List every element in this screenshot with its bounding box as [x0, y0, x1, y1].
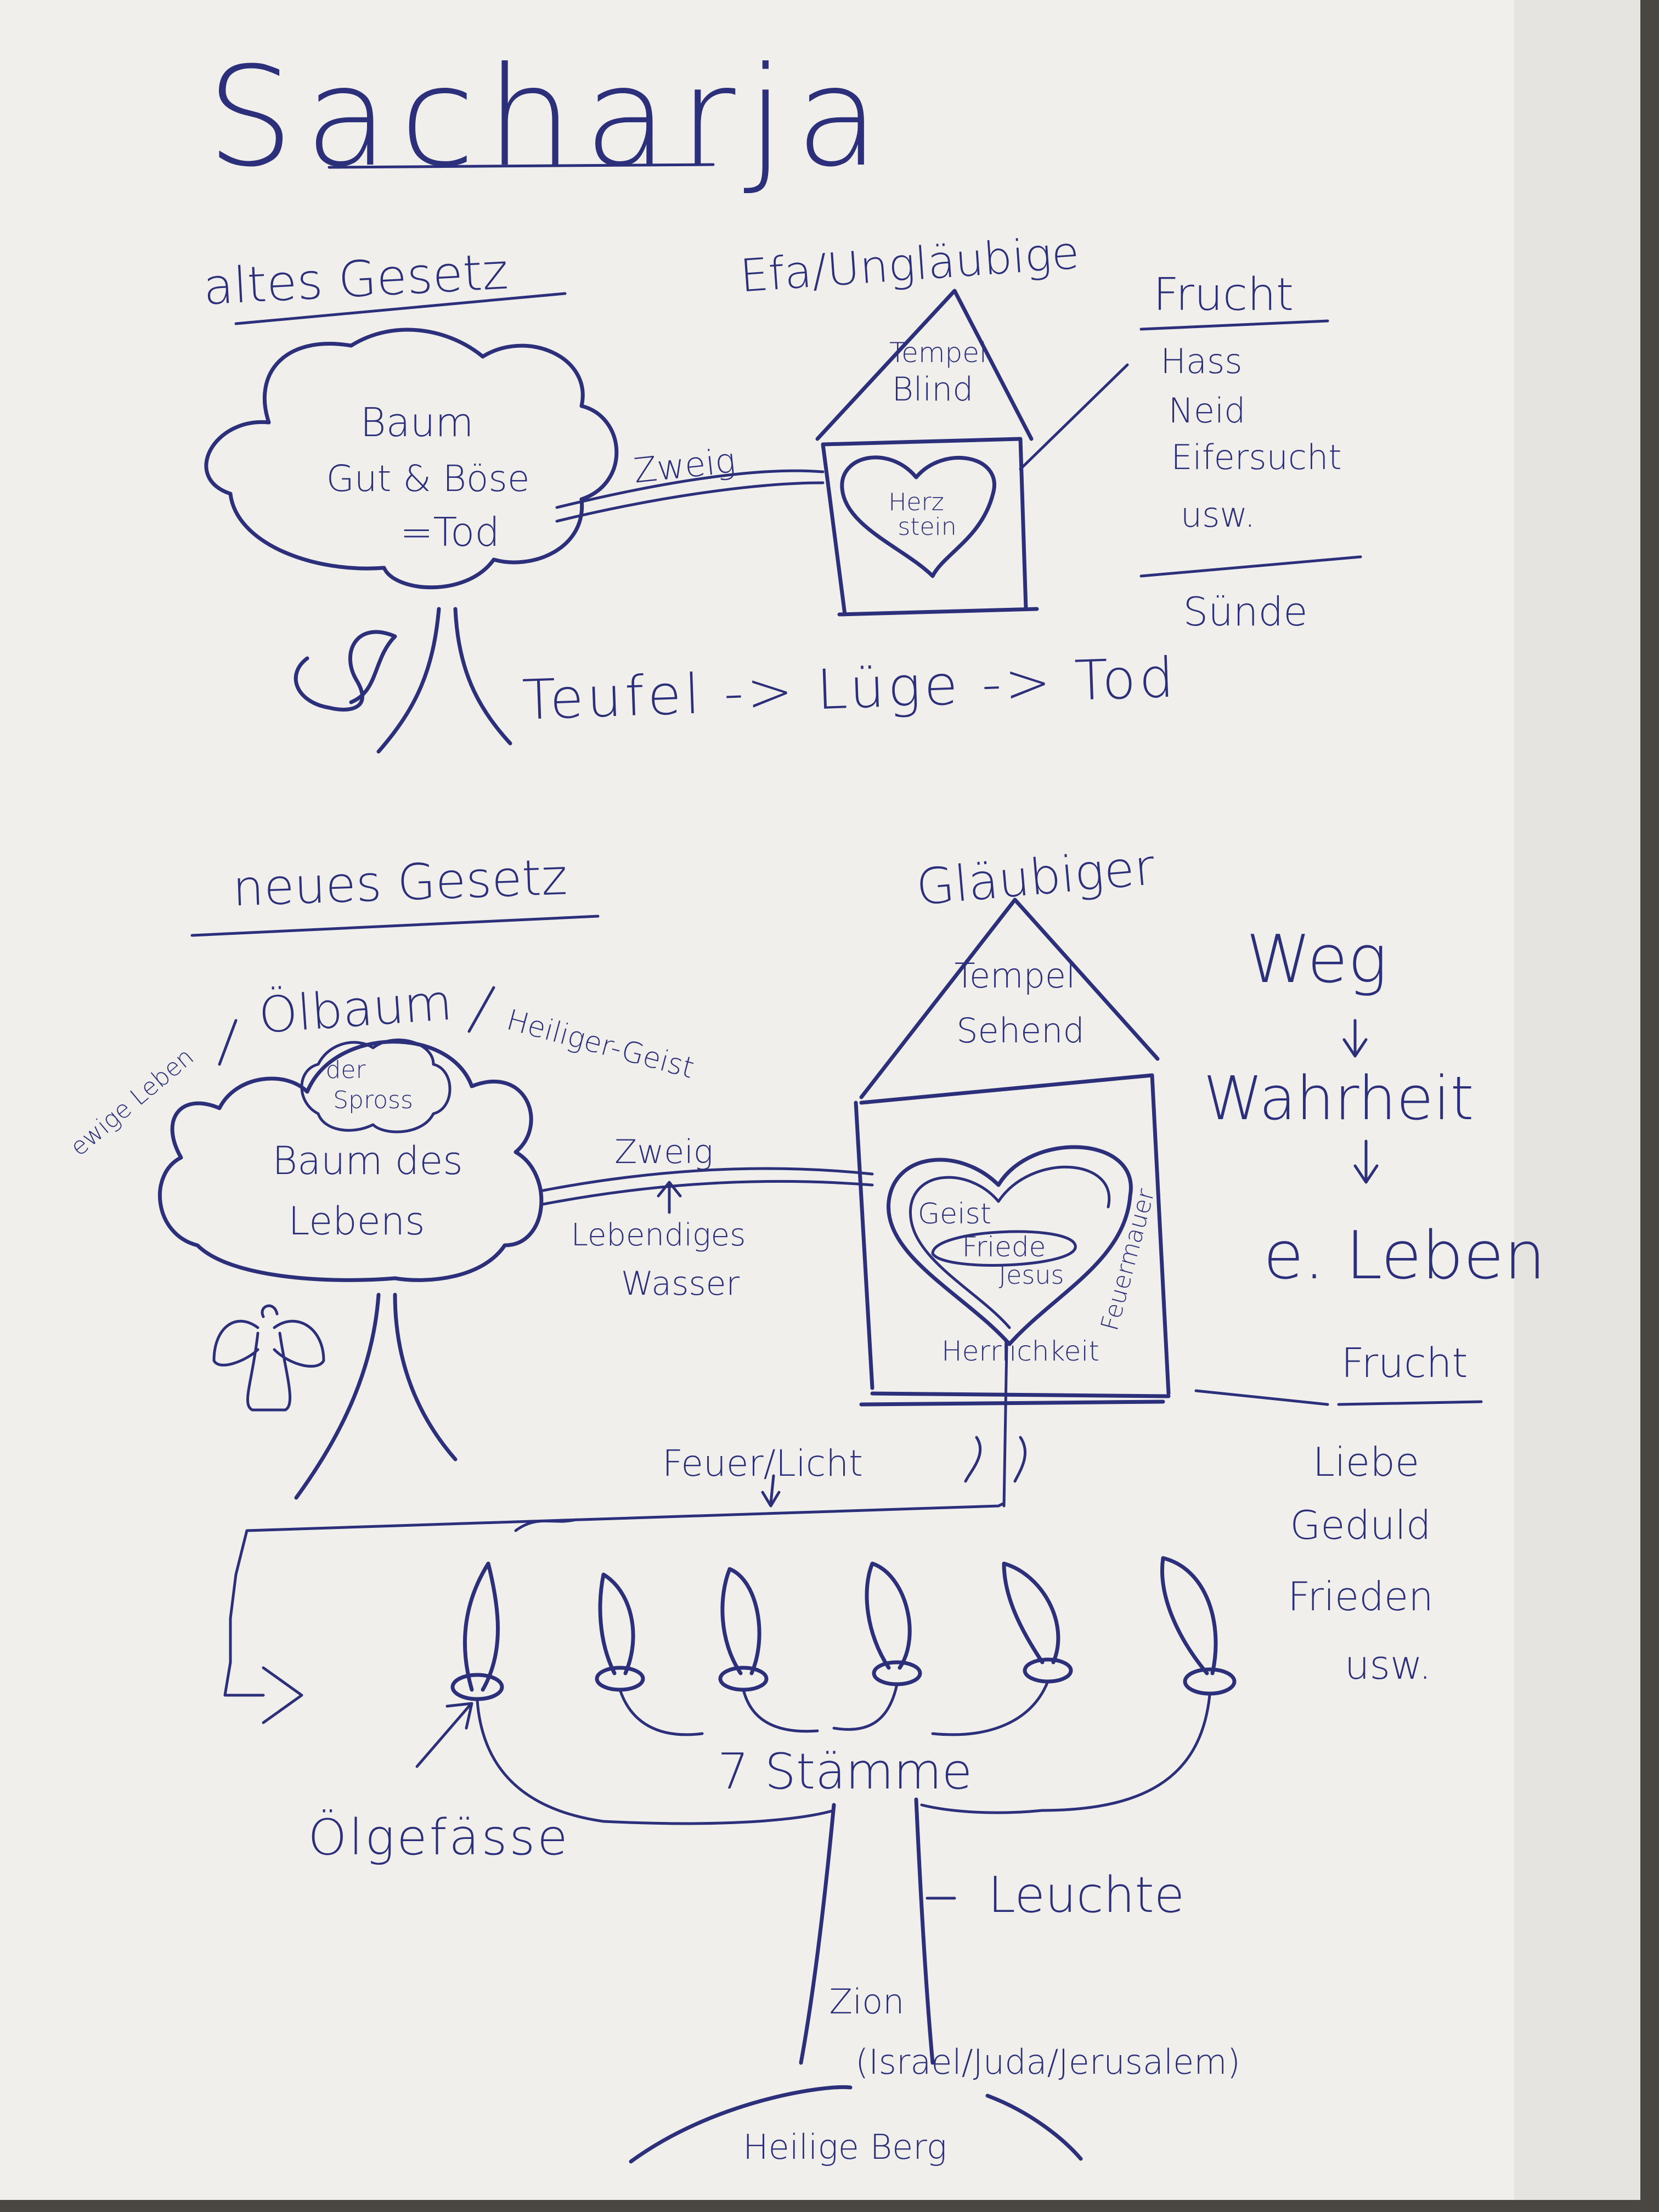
new-law-heading: neues Gesetz [232, 848, 568, 917]
oil-vessel-1 [450, 1673, 504, 1701]
old-tree-line3: =Tod [400, 509, 500, 555]
new-law-underline [190, 915, 600, 937]
lamp-flame-6 [1160, 1556, 1218, 1675]
angel-icon [212, 1304, 325, 1412]
old-tree-line1: Baum [360, 399, 473, 445]
old-fruit-item-3: Eifersucht [1171, 437, 1341, 477]
old-fruit-connector [1019, 363, 1129, 471]
old-branch-line [555, 469, 825, 523]
sprout-cloud [300, 1039, 452, 1133]
old-temple-roof [815, 289, 1034, 441]
life-branch-line [541, 1167, 874, 1206]
lamp-label: Leuchte [988, 1866, 1184, 1924]
lamp-flame-1 [463, 1561, 500, 1692]
separator-right [467, 986, 495, 1033]
living-heart-inner [909, 1165, 1111, 1329]
old-fruit-heading: Frucht [1153, 269, 1294, 321]
serpent-icon [294, 630, 397, 712]
old-fruit-result: Sünde [1183, 589, 1308, 635]
old-fruit-item-1: Hass [1160, 341, 1242, 381]
paper-edge [1514, 0, 1640, 2200]
stone-heart-icon [840, 455, 996, 578]
fire-drop-arrow [761, 1474, 781, 1508]
new-temple-house [854, 1073, 1171, 1407]
holy-mountain [629, 2085, 1083, 2164]
new-fruit-heading: Frucht [1341, 1340, 1468, 1387]
menorah-arms [476, 1680, 1211, 1825]
sprout-line1: der [325, 1056, 366, 1084]
old-tree-line2: Gut & Böse [326, 458, 530, 500]
lamp-flame-4 [865, 1561, 912, 1670]
old-tree-trunk [376, 607, 512, 754]
life-tree-trunk [294, 1293, 458, 1500]
old-heart-line2: stein [898, 513, 956, 541]
heart-peace: Friede [962, 1231, 1046, 1263]
way-step-2: Wahrheit [1203, 1063, 1474, 1133]
old-temple-house [821, 437, 1039, 617]
old-heart-line1: Herz [888, 488, 944, 516]
old-fruit-underline [1139, 319, 1329, 331]
zion-label: Zion [830, 1982, 905, 2022]
heart-jesus: Jesus [999, 1260, 1064, 1290]
new-fruit-item-4: usw. [1345, 1642, 1431, 1688]
branch-arrow [657, 1181, 682, 1214]
old-temple-line1: Tempel [889, 337, 987, 369]
life-tree-line1: Baum des [272, 1138, 463, 1183]
new-fruit-connector [1194, 1389, 1329, 1406]
zion-subtitle: (Israel/Juda/Jerusalem) [855, 2042, 1240, 2082]
sprout-line2: Spross [333, 1086, 413, 1114]
way-step-3: e. Leben [1263, 1218, 1546, 1294]
fire-feed-line [223, 1502, 1006, 1697]
life-tree-line2: Lebens [288, 1199, 425, 1244]
oil-vessels-label: Ölgefässe [308, 1808, 569, 1866]
heart-glory: Herrlichkeit [941, 1335, 1099, 1367]
tribes-label: 7 Stämme [718, 1743, 972, 1801]
peace-loop [931, 1230, 1077, 1267]
life-tree-crown [157, 1040, 544, 1282]
olive-tree-label: Ölbaum [257, 973, 454, 1045]
water-line1: Lebendiges [571, 1217, 746, 1253]
flame-squiggle-2 [1013, 1436, 1027, 1483]
oil-vessel-6 [1183, 1667, 1237, 1696]
lamp-flame-3 [720, 1567, 761, 1675]
heart-stem [1002, 1342, 1008, 1508]
life-branch-label: Zweig [614, 1133, 713, 1171]
old-fruit-item-4: usw. [1181, 495, 1255, 535]
old-fruit-item-2: Neid [1168, 391, 1245, 431]
new-temple-line1: Tempel [955, 956, 1076, 996]
menorah-stem [799, 1797, 935, 2065]
old-temple-line2: Blind [892, 370, 974, 409]
heart-spirit: Geist [918, 1198, 991, 1231]
diagram-title: Sacharja [207, 37, 890, 197]
living-heart-icon [887, 1145, 1133, 1346]
lamp-flame-5 [1002, 1561, 1060, 1664]
way-step-1: Weg [1246, 922, 1387, 998]
water-line2: Wasser [621, 1265, 740, 1303]
new-temple-roof [859, 898, 1160, 1099]
new-fruit-item-1: Liebe [1313, 1439, 1419, 1485]
old-law-underline [234, 292, 567, 325]
menorah [450, 1556, 1237, 1825]
flame-squiggle-1 [964, 1436, 982, 1483]
flame-squiggle-3 [514, 1518, 578, 1532]
old-fruit-sum-line [1139, 555, 1362, 578]
new-temple-line2: Sehend [956, 1011, 1085, 1051]
title-underline [328, 163, 715, 169]
lamp-flame-2 [598, 1572, 635, 1675]
new-fruit-item-2: Geduld [1290, 1502, 1431, 1548]
holy-mountain-label: Heilige Berg [743, 2127, 947, 2167]
oil-arrow [415, 1702, 473, 1768]
separator-left [218, 1019, 238, 1066]
fire-light-label: Feuer/Licht [662, 1442, 863, 1485]
new-fruit-item-3: Frieden [1288, 1573, 1434, 1620]
way-arrow-1 [1342, 1019, 1368, 1058]
old-tree-crown [204, 328, 619, 590]
way-arrow-2 [1353, 1139, 1379, 1184]
fire-feed-arrow [262, 1666, 303, 1724]
new-fruit-underline [1337, 1400, 1483, 1406]
